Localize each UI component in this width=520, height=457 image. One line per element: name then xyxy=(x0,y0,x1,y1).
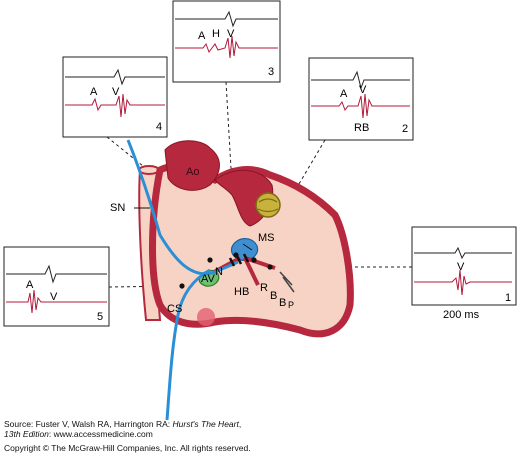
panel-1-frame xyxy=(411,226,517,306)
panel-4-label-v: V xyxy=(112,86,120,98)
source-title: Hurst's The Heart xyxy=(172,419,239,429)
panel-5-number: 5 xyxy=(97,311,104,323)
site-1 xyxy=(267,264,273,270)
panel-4-frame xyxy=(62,56,168,138)
panel-4-surface-trace xyxy=(65,68,165,86)
panel-5-label-a: A xyxy=(26,279,34,291)
copyright-line: Copyright © The McGraw-Hill Companies, I… xyxy=(4,443,251,453)
label-sinus-node: SN xyxy=(110,202,126,214)
panel-1-label-v: V xyxy=(457,261,465,273)
label-membranous-septum: MS xyxy=(258,232,275,244)
panel-5-label-v: V xyxy=(50,291,58,303)
catheter-lower xyxy=(165,268,211,421)
panel-5-intracardiac-trace xyxy=(6,289,107,314)
leader-4 xyxy=(106,136,149,171)
label-his-bundle: HB xyxy=(234,286,250,298)
panel-3-intracardiac-trace xyxy=(175,35,278,59)
panel-2-intracardiac-trace xyxy=(311,93,410,119)
panel-3-label-h: H xyxy=(212,28,220,40)
panel-3-label-v: V xyxy=(227,28,235,40)
panel-3-label-a: A xyxy=(198,30,206,42)
panel-2-surface-trace xyxy=(311,70,410,90)
aorta xyxy=(164,140,220,191)
label-aorta: Ao xyxy=(186,166,200,178)
panel-3-number: 3 xyxy=(268,66,275,78)
site-3 xyxy=(233,252,239,258)
site-4 xyxy=(207,257,213,263)
source-edition: 13th Edition xyxy=(4,429,49,439)
panel-4-label-a: A xyxy=(90,86,98,98)
edition-line: 13th Edition: www.accessmedicine.com xyxy=(4,429,153,439)
label-node-n: N xyxy=(215,266,223,278)
scale-bar-label: 200 ms xyxy=(443,309,480,321)
ms-pointer xyxy=(242,243,253,251)
site-2 xyxy=(251,257,257,263)
label-av-node: AV xyxy=(201,273,215,285)
bundle-branches xyxy=(279,271,295,293)
label-right-bundle: R xyxy=(260,282,268,294)
label-bundle-b2: B xyxy=(279,297,287,309)
source-line: Source: Fuster V, Walsh RA, Harrington R… xyxy=(4,419,242,429)
ecg-tracings xyxy=(6,10,512,314)
panel-3-surface-trace xyxy=(175,10,278,28)
label-coronary-sinus: CS xyxy=(167,303,183,315)
panel-1-intracardiac-trace xyxy=(414,269,512,296)
valve-icon xyxy=(255,192,281,218)
coronary-sinus-spot xyxy=(197,308,215,326)
label-bundle-b1: B xyxy=(270,290,278,302)
panel-1-number: 1 xyxy=(505,292,512,304)
electrode-bands xyxy=(228,253,250,267)
panel-1-surface-trace xyxy=(414,246,512,260)
panel-4-number: 4 xyxy=(156,121,163,133)
recording-sites xyxy=(179,252,273,289)
panel-2-number: 2 xyxy=(402,123,409,135)
panel-2-label-a: A xyxy=(340,88,348,100)
site-5 xyxy=(179,283,185,289)
catheter-upper xyxy=(126,139,239,276)
panel-5-frame xyxy=(3,246,110,327)
panel-2-label-rb: RB xyxy=(354,122,370,134)
label-purkinje: P xyxy=(288,300,295,310)
panel-5-surface-trace xyxy=(6,264,107,284)
panel-2-label-v: V xyxy=(359,84,367,96)
panel-4-intracardiac-trace xyxy=(65,93,165,118)
